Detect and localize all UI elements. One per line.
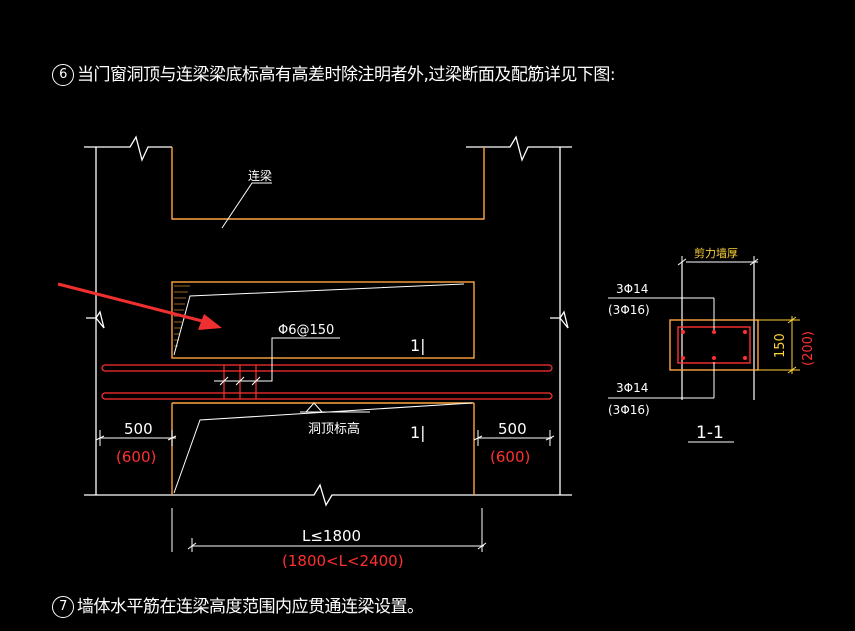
- beam-hatch: [174, 285, 190, 347]
- right-bearing: 500: [498, 420, 527, 438]
- left-bearing: 500: [124, 420, 153, 438]
- coupling-beam-outline: [171, 147, 485, 495]
- note-6-marker: 6: [52, 64, 74, 86]
- wall-outline: [84, 135, 572, 507]
- bottom-bars: 3Φ14: [616, 381, 648, 395]
- opening-top-label: 洞顶标高: [308, 421, 360, 437]
- section-wall: [681, 262, 755, 400]
- section-mark-top: 1|: [410, 336, 426, 355]
- note-6-text: 当门窗洞顶与连梁梁底标高有高差时除注明者外,过梁断面及配筋详见下图:: [77, 65, 616, 85]
- elevation-symbol: [300, 402, 370, 413]
- top-bars: 3Φ14: [616, 282, 648, 296]
- stirrups: [223, 365, 257, 399]
- span-label-alt: (1800<L<2400): [282, 552, 404, 570]
- annotation-arrow: [57, 282, 222, 330]
- beam-diagonals: [173, 283, 473, 494]
- section-depth: 150: [773, 333, 788, 358]
- section-depth-alt: (200): [801, 331, 816, 366]
- right-bearing-alt: (600): [490, 448, 530, 466]
- bottom-bars-alt: (3Φ16): [608, 403, 650, 417]
- left-bearing-alt: (600): [116, 448, 156, 466]
- stirrup-label: Φ6@150: [278, 323, 334, 338]
- span-label: L≤1800: [302, 527, 361, 545]
- span-dimension: [171, 508, 487, 552]
- section-mark-bottom: 1|: [410, 423, 426, 442]
- note-7-text: 墙体水平筋在连梁高度范围内应贯通连梁设置。: [77, 597, 424, 617]
- section-title: 1-1: [696, 423, 724, 443]
- section-bars: [681, 330, 747, 360]
- wall-thickness-label: 剪力墙厚: [694, 246, 738, 260]
- top-bars-alt: (3Φ16): [608, 303, 650, 317]
- longitudinal-bars: [101, 364, 553, 400]
- stirrup-dimension: [214, 337, 340, 386]
- note-7-marker: 7: [52, 596, 74, 618]
- section-leaders: [608, 297, 715, 399]
- section-depth-dimension: [758, 316, 800, 374]
- coupling-beam-label: 连梁: [248, 168, 272, 183]
- bearing-dimensions: [95, 430, 555, 446]
